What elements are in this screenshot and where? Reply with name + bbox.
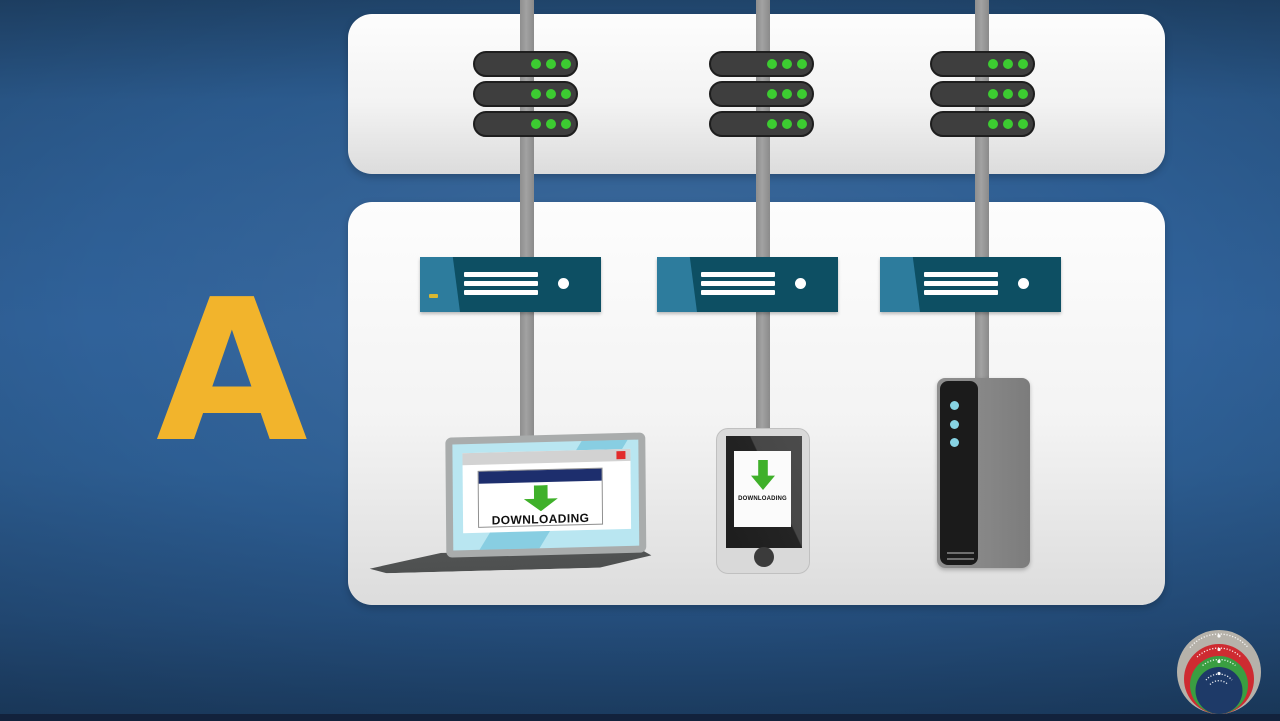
led-icon — [782, 59, 792, 69]
led-icon — [1018, 59, 1028, 69]
switch-vent-line — [701, 272, 775, 277]
switch-vent-line — [464, 272, 538, 277]
switch-vent-line — [701, 281, 775, 286]
tower-front-panel — [940, 381, 978, 565]
server-bar — [473, 51, 578, 77]
led-icon — [767, 59, 777, 69]
laptop-lid: DOWNLOADING — [445, 432, 647, 558]
led-icon — [1003, 89, 1013, 99]
server-bar — [930, 111, 1035, 137]
letter-a-label: A — [156, 258, 308, 486]
led-icon — [767, 89, 777, 99]
laptop-screen: DOWNLOADING — [452, 439, 640, 551]
server-bar — [473, 111, 578, 137]
led-icon — [546, 89, 556, 99]
switch-side-strip — [657, 257, 697, 312]
led-icon — [531, 59, 541, 69]
network-switch-1 — [420, 257, 601, 312]
browser-window: DOWNLOADING — [462, 448, 632, 534]
phone-screen: DOWNLOADING — [726, 436, 802, 548]
led-icon — [546, 119, 556, 129]
led-icon — [561, 59, 571, 69]
tower-led-icon — [950, 438, 959, 447]
tower-vent-line — [947, 552, 974, 554]
switch-vent-line — [464, 281, 538, 286]
switch-side-strip — [420, 257, 460, 312]
switch-vent-line — [924, 281, 998, 286]
tower-led-icon — [950, 401, 959, 410]
tower-vent-line — [947, 558, 974, 560]
led-icon — [988, 119, 998, 129]
led-icon — [1018, 119, 1028, 129]
smartphone: DOWNLOADING — [716, 428, 810, 574]
dialog-header-bar — [478, 468, 602, 484]
led-icon — [531, 89, 541, 99]
led-icon — [782, 89, 792, 99]
led-icon — [797, 119, 807, 129]
led-icon — [988, 89, 998, 99]
led-icon — [1003, 119, 1013, 129]
led-icon — [561, 89, 571, 99]
switch-port-dot-icon — [1018, 278, 1029, 289]
laptop: DOWNLOADING — [358, 424, 662, 582]
letterbox-bar — [0, 714, 1280, 721]
led-icon — [561, 119, 571, 129]
led-icon — [1018, 89, 1028, 99]
download-arrow-icon — [751, 460, 775, 490]
server-bar — [930, 51, 1035, 77]
downloading-label: DOWNLOADING — [491, 510, 590, 528]
download-arrow-icon — [524, 485, 558, 512]
phone-home-button-icon — [754, 547, 774, 567]
download-card: DOWNLOADING — [734, 451, 791, 527]
downloading-label: DOWNLOADING — [738, 496, 787, 502]
led-icon — [782, 119, 792, 129]
led-icon — [767, 119, 777, 129]
switch-vent-line — [924, 272, 998, 277]
server-bar — [709, 111, 814, 137]
led-icon — [988, 59, 998, 69]
led-icon — [1003, 59, 1013, 69]
tower-led-icon — [950, 420, 959, 429]
network-switch-2 — [657, 257, 838, 312]
switch-vent-line — [924, 290, 998, 295]
switch-port-dot-icon — [795, 278, 806, 289]
network-cable-2 — [756, 0, 770, 435]
server-bar — [709, 51, 814, 77]
switch-port-dot-icon — [558, 278, 569, 289]
led-icon — [531, 119, 541, 129]
switch-vent-line — [701, 290, 775, 295]
download-dialog: DOWNLOADING — [477, 467, 604, 528]
yellow-dash-icon — [429, 294, 438, 298]
close-icon — [616, 450, 626, 460]
switch-vent-line — [464, 290, 538, 295]
led-icon — [797, 59, 807, 69]
server-tower — [937, 378, 1030, 568]
layered-rings-logo-icon — [1177, 630, 1261, 714]
server-bar — [709, 81, 814, 107]
switch-side-strip — [880, 257, 920, 312]
led-icon — [546, 59, 556, 69]
server-bar — [473, 81, 578, 107]
server-bar — [930, 81, 1035, 107]
network-switch-3 — [880, 257, 1061, 312]
led-icon — [797, 89, 807, 99]
browser-address-bar — [462, 448, 631, 466]
